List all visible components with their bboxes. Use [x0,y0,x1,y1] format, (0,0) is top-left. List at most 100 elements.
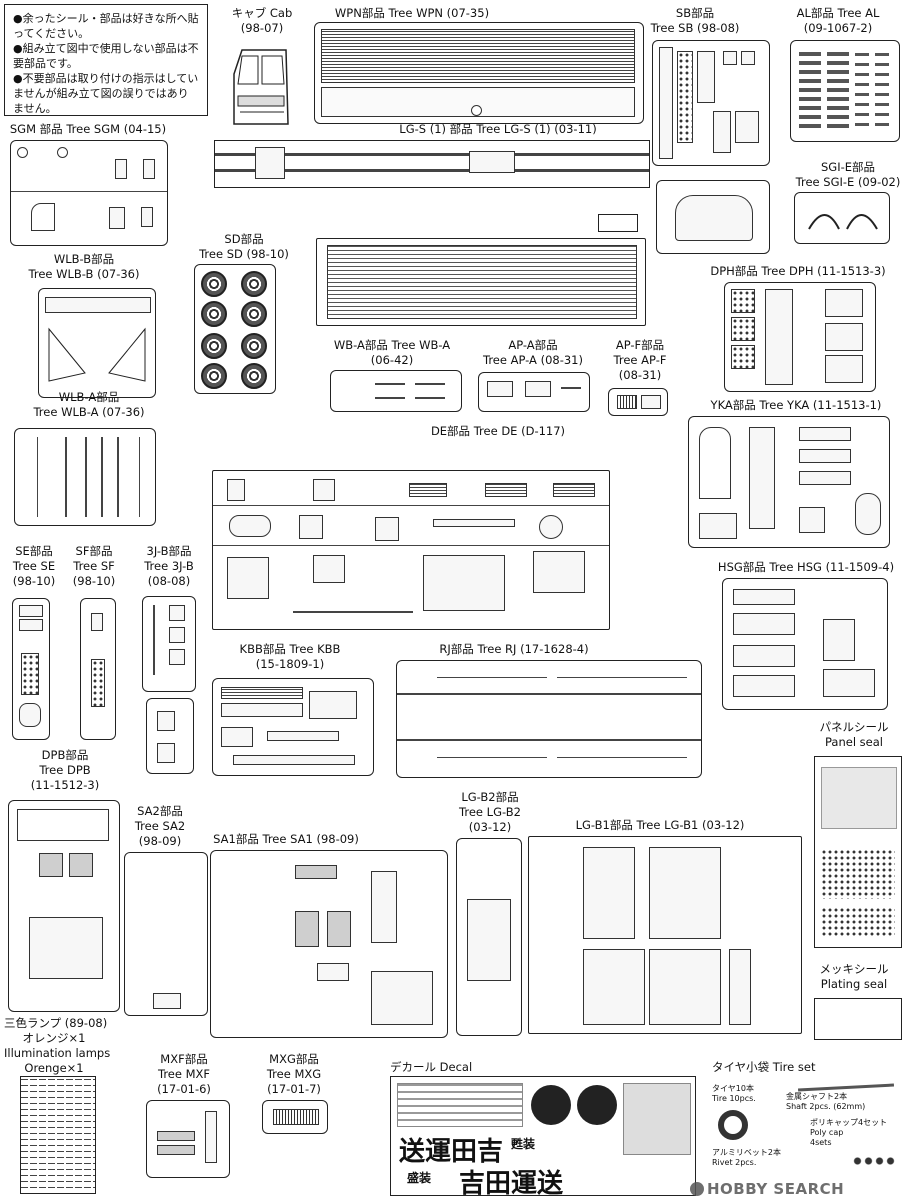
mxg-grille [273,1109,319,1125]
label-sd-line2: Tree SD (98-10) [199,247,289,261]
label-lamps-line1: 三色ランプ (89-08) [4,1016,108,1030]
tireset-shaft-line2: Shaft 2pcs. (62mm) [786,1102,866,1111]
tireset-polycap-line1: ポリキャップ4セット [810,1118,888,1127]
rj-rod-4 [557,757,687,758]
label-wba-line2: (06-42) [370,353,414,367]
hsg-part-1 [733,589,795,605]
tireset-polycap-line3: 4sets [810,1138,832,1147]
label-wlbb-line1: WLB-B部品 [53,252,115,266]
label-panel-line1: パネルシール [819,720,889,734]
label-cab: キャブ Cab (98-07) [222,6,302,36]
sd-wheel-1 [201,271,227,297]
label-se: SE部品 Tree SE (98-10) [6,544,62,589]
label-lgb1: LG-B1部品 Tree LG-B1 (03-12) [560,818,760,833]
de-spring-1 [409,483,447,497]
3jb-rod [153,605,155,675]
lgs-crossmember [255,147,285,179]
label-al-line1: AL部品 Tree AL [796,6,880,20]
sa1-part-4 [371,871,397,943]
label-sa1: SA1部品 Tree SA1 (98-09) [206,832,366,847]
sgm-runner [11,191,167,192]
de-part-2 [313,479,335,501]
label-mxg: MXG部品 Tree MXG (17-01-7) [254,1052,334,1097]
label-sa2-line1: SA2部品 [137,804,183,818]
label-sa2-line2: Tree SA2 [134,819,186,833]
sb-part-b [677,51,693,143]
apa-part-2 [525,381,551,397]
sprue-sf [80,598,116,740]
al-col-2 [827,47,849,133]
label-sb-line2: Tree SB (98-08) [650,21,740,35]
label-rj: RJ部品 Tree RJ (17-1628-4) [424,642,604,657]
label-tireset-line1: タイヤ小袋 Tire set [712,1060,816,1074]
tireset-rivet-line1: アルミリベット2本 [712,1148,782,1157]
lgb1-part-5 [729,949,751,1025]
se-part-2 [19,619,43,631]
label-sb-line1: SB部品 [675,6,715,20]
wba-rod-3 [375,397,405,399]
sprue-wlba [14,428,156,526]
sprue-lgb1 [528,836,802,1034]
sprue-mxf [146,1100,230,1178]
plating-seal-sheet [814,998,902,1040]
tireset-tire-line1: タイヤ10本 [712,1084,754,1093]
sa2-part-1 [153,993,181,1009]
tireset-shaft-line1: 金属シャフト2本 [786,1092,848,1101]
kbb-part-1 [221,687,303,699]
de-part-6 [539,515,563,539]
sprue-floor-panel [316,238,646,326]
dpb-part-3 [69,853,93,877]
label-mxg-line1: MXG部品 [269,1052,319,1066]
wlba-rod-6 [139,437,140,517]
tireset-tire-text: タイヤ10本 Tire 10pcs. [712,1084,756,1104]
label-de: DE部品 Tree DE (D-117) [418,424,578,439]
label-sgm-line1: SGM 部品 Tree SGM (04-15) [9,122,167,136]
sprue-sgie [794,192,890,244]
dph-part-2 [731,317,755,341]
label-wlbb: WLB-B部品 Tree WLB-B (07-36) [14,252,154,282]
label-dpb-line3: (11-1512-3) [30,778,100,792]
yka-part-1 [699,427,731,499]
lgs-bracket [469,151,515,173]
de-rod [293,611,413,613]
label-al-line2: (09-1067-2) [803,21,873,35]
label-hsg-line1: HSG部品 Tree HSG (11-1509-4) [717,560,895,574]
label-dpb-line2: Tree DPB [39,763,91,777]
panel-seal-grid-1 [821,849,895,899]
decal-crest-2 [577,1085,617,1125]
label-apf-line1: AP-F部品 [615,338,665,352]
label-sd-line1: SD部品 [224,232,264,246]
tireset-tire-line2: Tire 10pcs. [712,1094,756,1103]
yka-part-2 [749,427,775,529]
cab-part-drawing [233,49,289,125]
sa1-part-2 [295,911,319,947]
label-rj-line1: RJ部品 Tree RJ (17-1628-4) [439,642,589,656]
label-sb: SB部品 Tree SB (98-08) [650,6,740,36]
dpb-part-2 [39,853,63,877]
label-mxg-line3: (17-01-7) [267,1082,321,1096]
yka-part-4 [799,449,851,463]
label-apa: AP-A部品 Tree AP-A (08-31) [478,338,588,368]
label-dpb: DPB部品 Tree DPB (11-1512-3) [20,748,110,793]
sb-part-f [735,111,759,143]
dpb-part-1 [17,809,109,841]
de-part-1 [227,479,245,501]
label-cab-line1: キャブ Cab [231,6,293,20]
polycap-icon [852,1154,896,1168]
label-plating-line2: Plating seal [820,977,888,991]
tireset-polycap-line2: Poly cap [810,1128,844,1137]
label-sgm: SGM 部品 Tree SGM (04-15) [8,122,168,137]
kbb-part-6 [233,755,355,765]
sprue-3jb-lower [146,698,194,774]
wlba-rod-2 [65,437,67,517]
hsg-part-5 [823,619,855,661]
al-col-1 [799,47,821,133]
sd-wheel-2 [241,271,267,297]
sprue-wlbb [38,288,156,398]
al-col-3 [855,47,869,133]
wlba-rod-3 [85,437,87,517]
dph-part-4 [765,289,793,385]
yka-part-3 [799,427,851,441]
sprue-rj [396,660,702,778]
label-dph-line1: DPH部品 Tree DPH (11-1513-3) [710,264,886,278]
